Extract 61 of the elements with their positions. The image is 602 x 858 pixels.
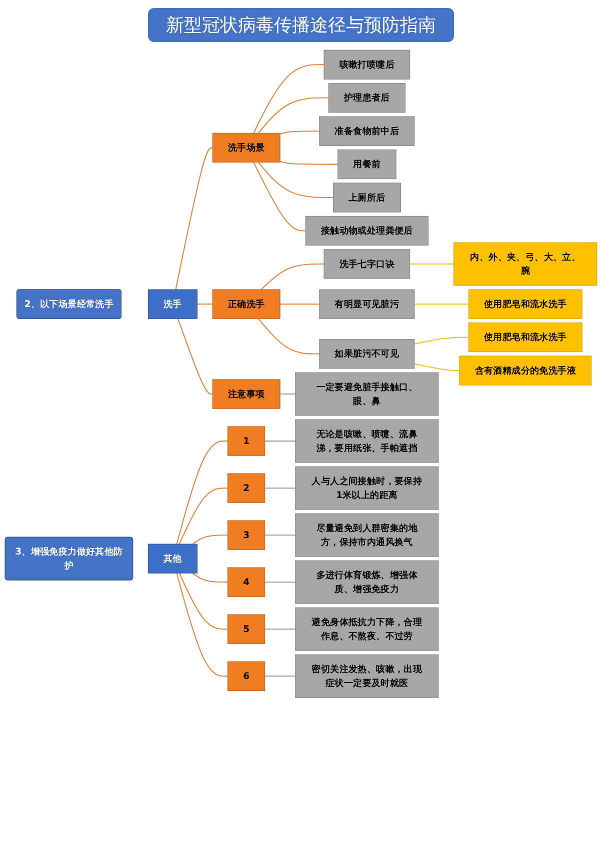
connector xyxy=(176,440,228,544)
connector xyxy=(178,488,228,544)
node-box: 含有酒精成分的免洗手液 xyxy=(459,356,592,386)
connector xyxy=(280,304,320,305)
connector xyxy=(414,304,469,305)
connector xyxy=(258,97,329,134)
node-box: 使用肥皂和流水洗手 xyxy=(468,322,582,352)
node-box: 6 xyxy=(228,661,266,691)
connector xyxy=(258,318,320,354)
node-box: 用餐前 xyxy=(338,150,396,180)
node-box: 注意事项 xyxy=(212,379,280,409)
connector xyxy=(264,582,296,583)
node-box: 其他 xyxy=(148,544,198,574)
connector xyxy=(264,534,296,536)
connector xyxy=(264,440,296,442)
connector xyxy=(280,160,338,165)
connector xyxy=(414,363,460,372)
node-box: 无论是咳嗽、喷嚏、流鼻涕，要用纸张、手帕遮挡 xyxy=(295,419,439,463)
node-box: 一定要避免脏手接触口、眼、鼻 xyxy=(295,372,439,416)
node-box: 内、外、夹、弓、大、立、腕 xyxy=(454,242,598,286)
connector xyxy=(253,162,306,232)
node-box: 密切关注发热、咳嗽，出现症状一定要及时就医 xyxy=(295,654,439,698)
connector xyxy=(264,488,296,489)
connector xyxy=(280,394,296,395)
node-box: 护理患者后 xyxy=(328,83,406,113)
node-box: 尽量避免到人群密集的地方，保持市内通风换气 xyxy=(295,513,439,557)
node-box: 准备食物前中后 xyxy=(319,116,415,146)
connector xyxy=(280,130,320,135)
connector xyxy=(253,64,324,134)
connector xyxy=(192,572,228,583)
connector xyxy=(410,263,454,264)
connector xyxy=(175,147,213,290)
node-box: 人与人之间接触时，要保持1米以上的距离 xyxy=(295,466,439,510)
node-box: 洗手七字口诀 xyxy=(324,249,410,279)
connector xyxy=(192,534,228,544)
node-box: 上厕所后 xyxy=(332,182,401,212)
node-box: 洗手场景 xyxy=(212,132,280,163)
connector xyxy=(177,318,213,395)
title-banner: 新型冠状病毒传播途径与预防指南 xyxy=(148,8,454,42)
node-box: 使用肥皂和流水洗手 xyxy=(468,289,582,319)
connector xyxy=(264,628,296,630)
connector xyxy=(258,162,334,198)
node-box: 1 xyxy=(228,426,266,456)
node-box: 多进行体育锻炼、增强体质、增强免疫力 xyxy=(295,560,439,604)
node-box: 正确洗手 xyxy=(212,289,280,319)
connector xyxy=(264,676,296,677)
node-box: 咳嗽打喷嚏后 xyxy=(324,50,410,80)
node-box: 有明显可见脏污 xyxy=(319,289,415,319)
node-box: 如果脏污不可见 xyxy=(319,339,415,369)
node-box: 洗手 xyxy=(148,289,198,319)
connector xyxy=(178,572,228,630)
node-box: 5 xyxy=(228,614,266,644)
connector xyxy=(414,336,469,344)
connector xyxy=(176,573,228,677)
node-box: 2 xyxy=(228,473,266,503)
node-box: 4 xyxy=(228,567,266,597)
node-box: 接触动物或处理粪便后 xyxy=(305,216,428,246)
connector xyxy=(261,263,324,290)
connector xyxy=(197,304,213,305)
node-box: 3 xyxy=(228,520,266,550)
node-box: 避免身体抵抗力下降，合理作息、不熬夜、不过劳 xyxy=(295,607,439,651)
